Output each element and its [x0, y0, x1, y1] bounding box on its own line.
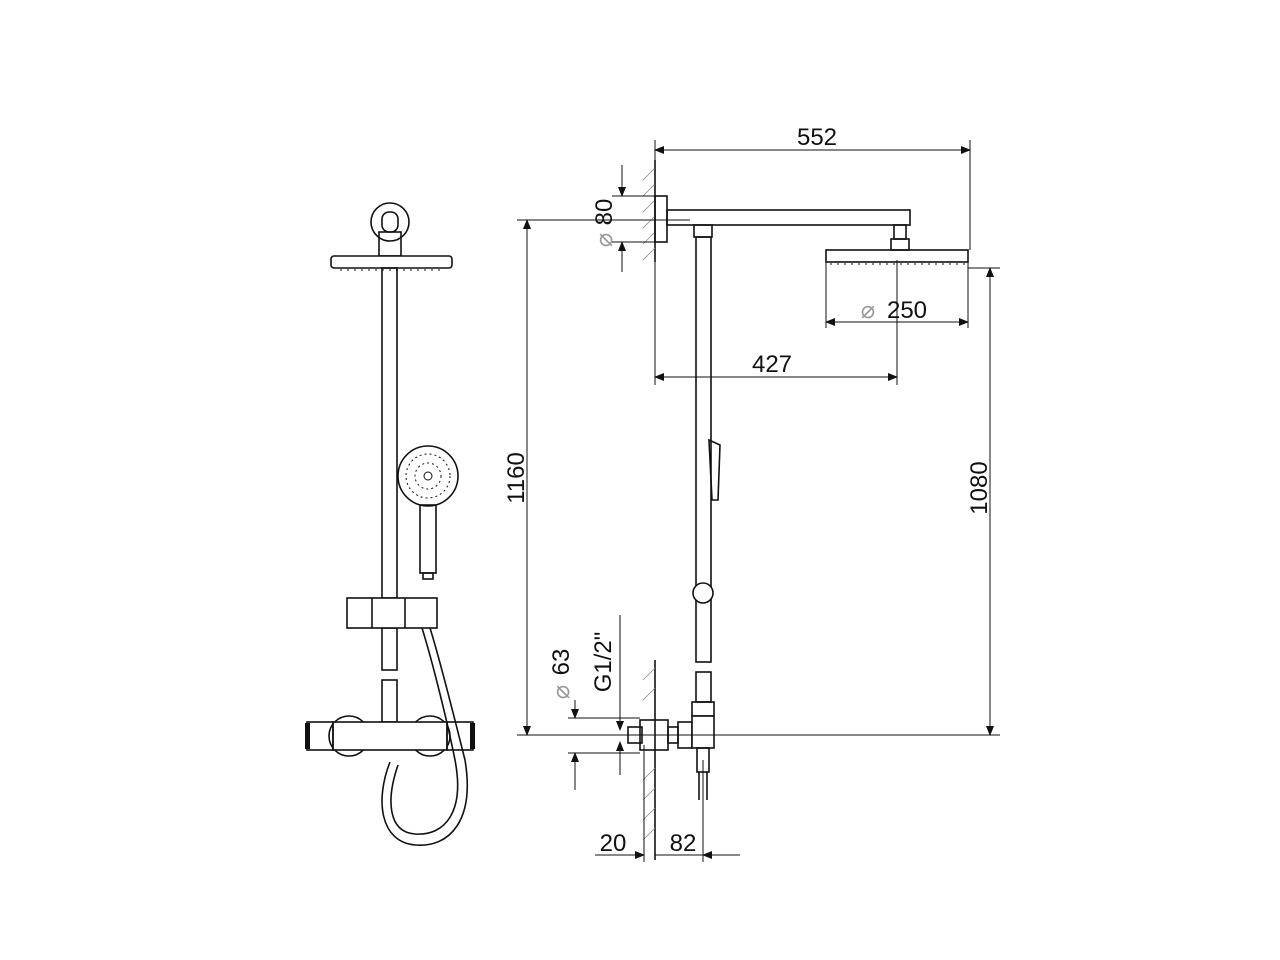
dim-552: 552 — [797, 124, 837, 151]
riser-pole-side — [695, 236, 712, 663]
front-view — [305, 202, 475, 846]
thermostatic-mixer-front — [332, 721, 448, 751]
dim-1080: 1080 — [966, 461, 993, 514]
diameter-symbol-250: ⌀ — [861, 296, 875, 324]
dim-20: 20 — [600, 830, 627, 857]
overhead-shower-front — [330, 255, 453, 269]
slider-holder — [346, 597, 438, 629]
side-view — [627, 160, 969, 860]
dim-thread: G1/2" — [590, 632, 617, 693]
dim-250: 250 — [887, 297, 927, 324]
dim-82: 82 — [670, 830, 697, 857]
dimensions: 552 427 ⌀ 250 1160 1080 80 ⌀ 63 ⌀ G1/2" — [503, 124, 1000, 862]
mixer-elbow — [691, 715, 715, 749]
dim-1160: 1160 — [503, 452, 530, 504]
hand-shower-head — [397, 445, 459, 507]
dim-63: 63 — [548, 649, 575, 676]
shower-arm — [666, 209, 911, 226]
wall-mount-front — [370, 202, 410, 242]
dim-80: 80 — [591, 199, 618, 226]
diameter-symbol-63: ⌀ — [547, 685, 575, 699]
riser-pole — [381, 267, 398, 599]
hand-shower-side — [708, 438, 721, 501]
diameter-symbol-80: ⌀ — [590, 233, 618, 247]
dim-427: 427 — [752, 351, 792, 378]
hand-shower-handle — [419, 504, 437, 574]
